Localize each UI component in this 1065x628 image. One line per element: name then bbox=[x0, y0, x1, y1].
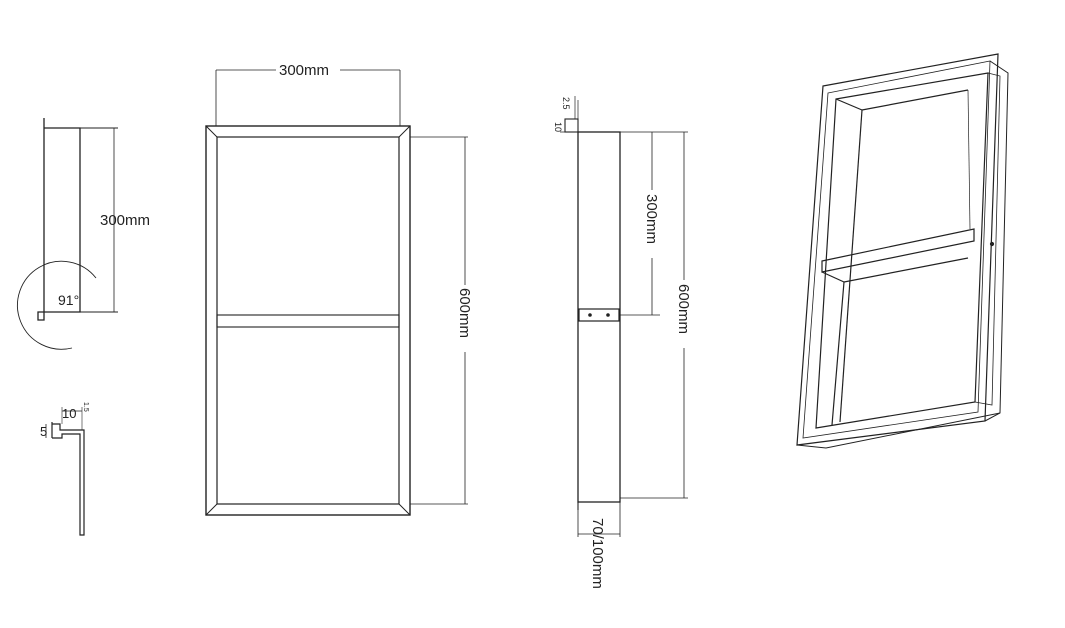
profile-detail: 10 5 1.5 bbox=[40, 402, 89, 536]
profile-angle-label: 91° bbox=[58, 292, 79, 308]
perspective-view bbox=[796, 53, 1009, 449]
detail-lip-height-label: 5 bbox=[40, 424, 47, 439]
side-upper-height-label: 300mm bbox=[643, 194, 660, 244]
side-view: 2.5 10 300mm 600mm 70/100mm bbox=[553, 96, 692, 589]
top-wall-label: 2.5 bbox=[561, 97, 571, 110]
front-view: 300mm 600mm bbox=[205, 62, 473, 516]
top-flange-label: 10 bbox=[553, 122, 563, 132]
profile-side-view: 300mm 91° bbox=[17, 118, 150, 350]
side-depth-label: 70/100mm bbox=[589, 518, 606, 589]
side-total-height-label: 600mm bbox=[675, 284, 692, 334]
profile-height-label: 300mm bbox=[100, 212, 150, 229]
front-height-label: 600mm bbox=[456, 288, 473, 338]
detail-wall-label: 1.5 bbox=[82, 402, 89, 412]
detail-lip-width-label: 10 bbox=[62, 406, 76, 421]
front-width-label: 300mm bbox=[279, 62, 329, 79]
